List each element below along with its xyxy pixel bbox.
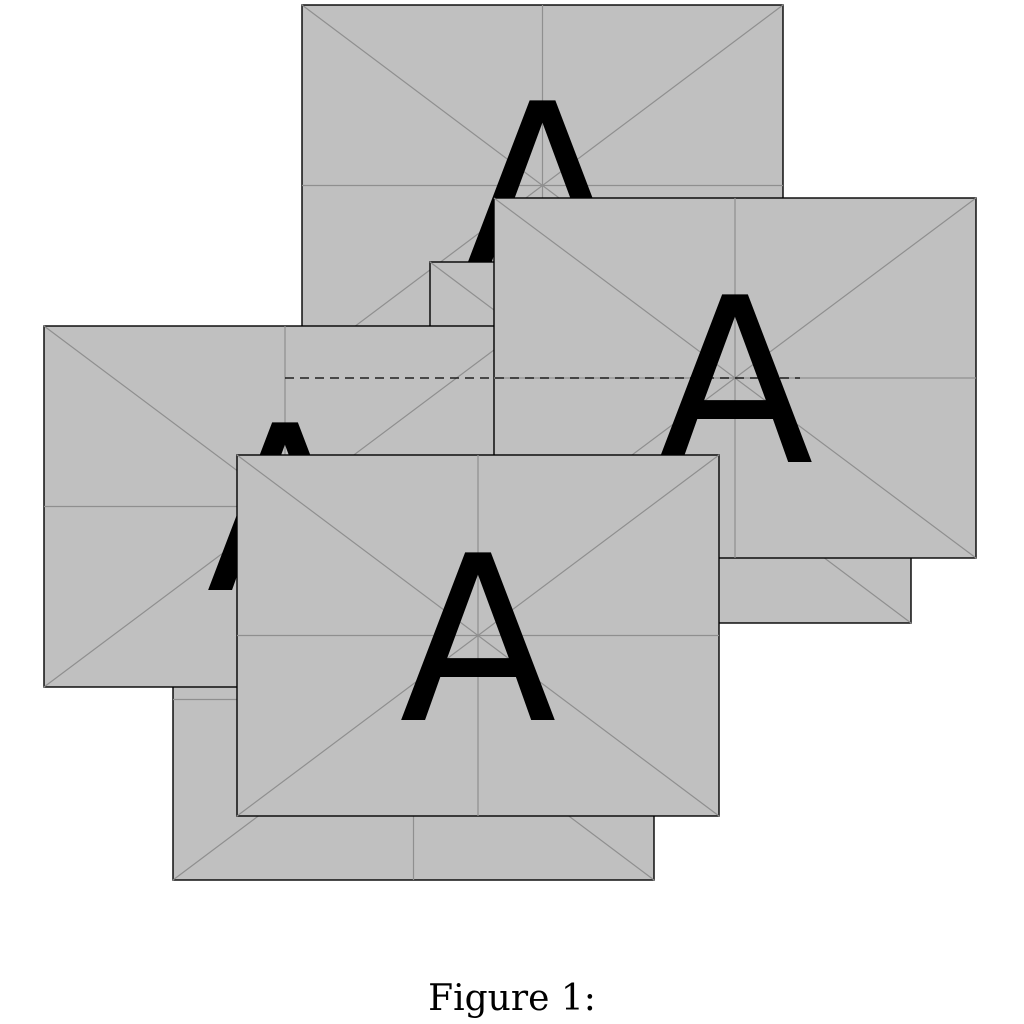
placeholder-image-front: A xyxy=(236,454,720,817)
figure-caption: Figure 1: xyxy=(428,978,596,1019)
placeholder-letter: A xyxy=(399,508,556,775)
